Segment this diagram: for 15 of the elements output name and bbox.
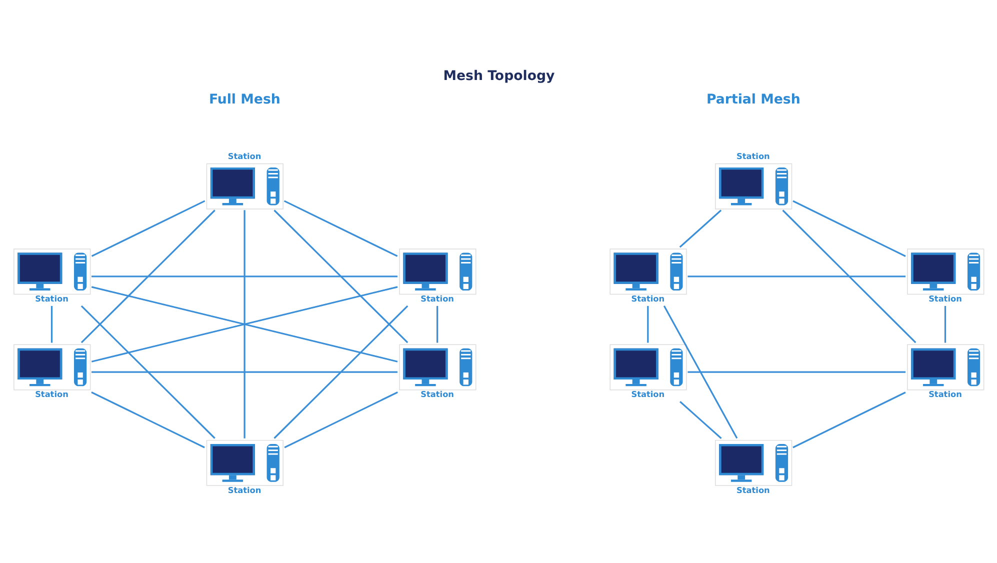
label: Full Mesh [208,92,280,108]
node-label: Station [631,293,665,303]
node-label: Station [631,388,665,399]
node-label: Station [35,293,68,303]
label: Partial Mesh [706,92,800,108]
node-label: Station [35,388,68,399]
diagram-title: Mesh Topology [443,68,555,84]
node-label: Station [420,293,454,303]
node-label: Station [228,150,262,161]
node-label: Station [928,293,962,303]
node-label: Station [228,484,262,494]
node-label: Station [928,388,962,399]
node-label: Station [736,150,770,161]
node-label: Station [420,388,454,399]
node-label: Station [736,484,770,494]
